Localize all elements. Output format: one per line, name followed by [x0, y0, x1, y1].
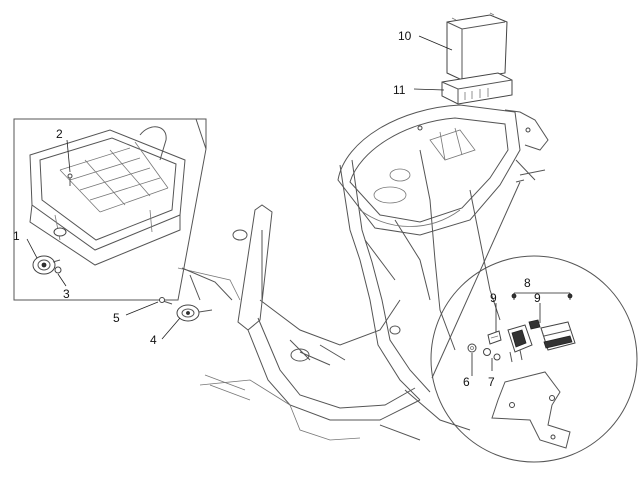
leader-lines — [26, 35, 573, 376]
relay-bracket — [491, 371, 571, 449]
callout-2: 2 — [56, 127, 63, 141]
callout-8: 8 — [524, 276, 531, 290]
relay-left — [507, 324, 533, 363]
callout-9-left: 9 — [490, 291, 497, 305]
relay-right — [540, 321, 576, 351]
scooter-frame — [177, 149, 501, 441]
rack-inset — [13, 118, 207, 301]
horn-nut — [54, 266, 62, 274]
relay-detail-inset — [430, 179, 638, 463]
relay-clip-left — [487, 330, 502, 345]
battery — [446, 12, 508, 81]
callout-10: 10 — [398, 29, 412, 43]
relay-clip-right — [528, 319, 541, 330]
horn — [32, 255, 61, 275]
callout-5: 5 — [113, 311, 120, 325]
rack-screw — [67, 173, 73, 186]
battery-tray — [441, 72, 513, 105]
horn-bolt — [159, 297, 173, 305]
callout-4: 4 — [150, 333, 157, 347]
relay-screw — [467, 343, 477, 353]
front-horn — [176, 304, 213, 322]
callout-6: 6 — [463, 375, 470, 389]
callout-7: 7 — [488, 375, 495, 389]
callout-1: 1 — [13, 229, 20, 243]
callout-3: 3 — [63, 287, 70, 301]
relay-nut — [483, 348, 501, 361]
luggage-rack — [29, 126, 186, 266]
callout-11: 11 — [393, 83, 406, 97]
callout-9-right: 9 — [534, 291, 541, 305]
storage-compartment — [337, 104, 549, 236]
